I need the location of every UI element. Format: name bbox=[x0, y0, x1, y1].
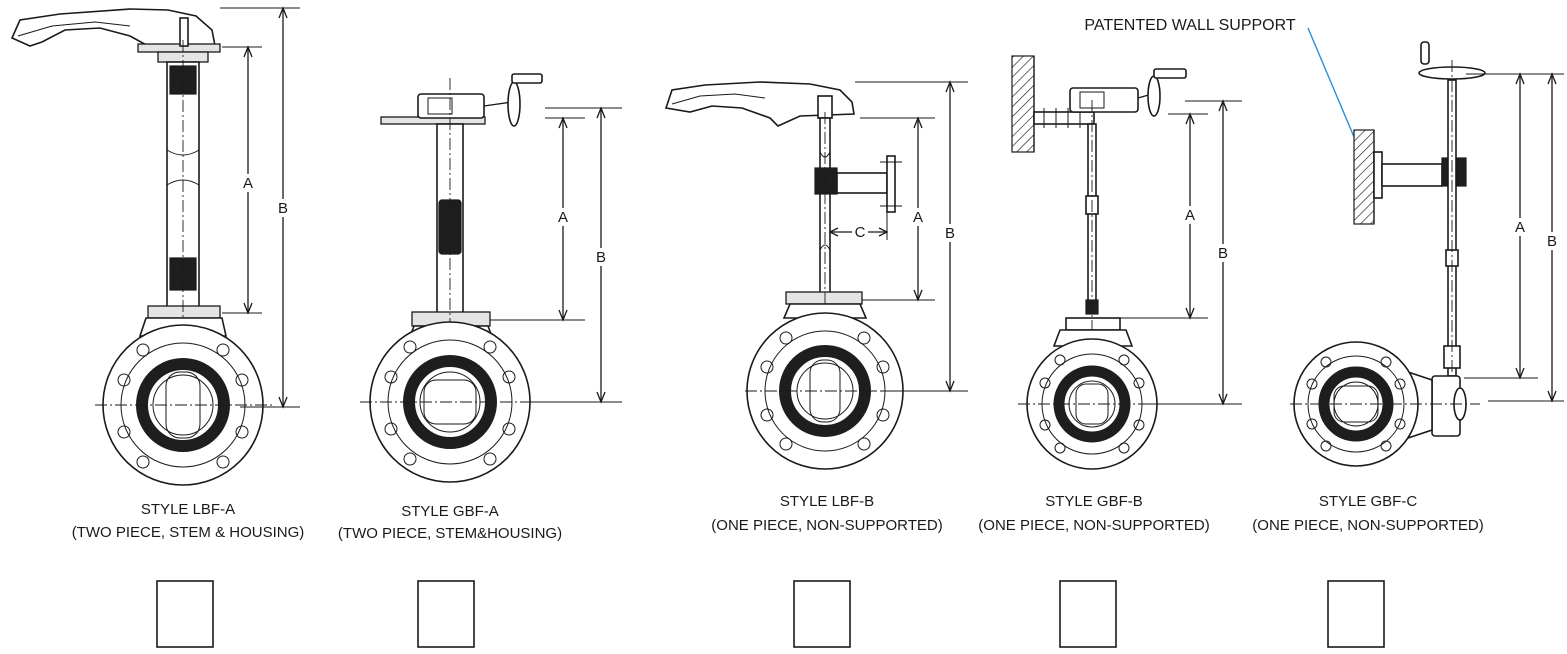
valve-lbf-a: A B STYLE LBF-A (TWO PIECE, STEM & HOUSI… bbox=[10, 6, 305, 648]
handwheel bbox=[507, 81, 521, 127]
dimension-b-label: B bbox=[596, 249, 606, 266]
handwheel-crank bbox=[1153, 68, 1187, 79]
dimension-a-label: A bbox=[243, 175, 253, 192]
style-title: STYLE GBF-B bbox=[1045, 493, 1143, 510]
style-title: STYLE LBF-B bbox=[780, 493, 874, 510]
mounting-flange bbox=[147, 305, 221, 319]
lever-handle bbox=[664, 81, 855, 127]
wall-plate bbox=[1373, 151, 1383, 199]
lever-detail bbox=[671, 93, 766, 105]
style-subtitle: (TWO PIECE, STEM&HOUSING) bbox=[338, 525, 562, 542]
valve-bore bbox=[152, 374, 214, 436]
valve-neck bbox=[782, 303, 868, 319]
style-subtitle: (ONE PIECE, NON-SUPPORTED) bbox=[711, 517, 942, 534]
bracket-arm bbox=[836, 172, 888, 194]
dimension-b-label: B bbox=[1547, 233, 1557, 250]
valve-gbf-c: PATENTED WALL SUPPORT bbox=[1084, 17, 1564, 648]
dimension-a-label: A bbox=[1515, 219, 1525, 236]
wall-mount-bracket bbox=[1033, 111, 1095, 125]
wall-hatch bbox=[1011, 55, 1035, 153]
dimension-b-label: B bbox=[945, 225, 955, 242]
style-subtitle: (ONE PIECE, NON-SUPPORTED) bbox=[1252, 517, 1483, 534]
handwheel bbox=[1147, 75, 1161, 117]
style-title: STYLE GBF-C bbox=[1319, 493, 1418, 510]
wall-support-arm bbox=[1381, 163, 1443, 187]
dimension-b-label: B bbox=[278, 200, 288, 217]
select-checkbox-gbf-a[interactable] bbox=[417, 580, 475, 648]
dimension-c-label: C bbox=[855, 224, 866, 241]
mounting-flange bbox=[785, 291, 863, 305]
lever-base-plate bbox=[137, 43, 221, 53]
valve-gbf-a: A B STYLE GBF-A (TWO PIECE, STEM&HOUSING… bbox=[338, 73, 622, 648]
select-checkbox-gbf-c[interactable] bbox=[1327, 580, 1385, 648]
select-checkbox-gbf-b[interactable] bbox=[1059, 580, 1117, 648]
dimension-a-label: A bbox=[558, 209, 568, 226]
handwheel-crank bbox=[511, 73, 543, 84]
valve-seat-ring bbox=[1318, 366, 1394, 442]
bracket-bearing bbox=[814, 167, 838, 195]
select-checkbox-lbf-a[interactable] bbox=[156, 580, 214, 648]
bracket-flange bbox=[886, 155, 896, 213]
valve-lbf-b: C A B STYLE LBF-B (ONE PIECE, NON-SUPPOR… bbox=[664, 80, 968, 648]
valve-gbf-b: A B STYLE GBF-B (ONE PIECE, NON-SUPPORTE… bbox=[978, 55, 1242, 648]
handwheel-crank bbox=[1420, 41, 1430, 65]
dimension-a-label: A bbox=[1185, 207, 1195, 224]
lever-hub bbox=[179, 17, 189, 47]
style-subtitle: (ONE PIECE, NON-SUPPORTED) bbox=[978, 517, 1209, 534]
style-title: STYLE GBF-A bbox=[401, 503, 499, 520]
mounting-flange bbox=[1065, 317, 1121, 331]
select-checkbox-lbf-b[interactable] bbox=[793, 580, 851, 648]
dimension-a-label: A bbox=[913, 209, 923, 226]
wall-hatch bbox=[1353, 129, 1375, 225]
lever-detail bbox=[17, 21, 131, 37]
style-subtitle: (TWO PIECE, STEM & HOUSING) bbox=[72, 524, 305, 541]
dimension-b-label: B bbox=[1218, 245, 1228, 262]
patented-wall-support-callout: PATENTED WALL SUPPORT bbox=[1084, 17, 1296, 34]
style-title: STYLE LBF-A bbox=[141, 501, 235, 518]
